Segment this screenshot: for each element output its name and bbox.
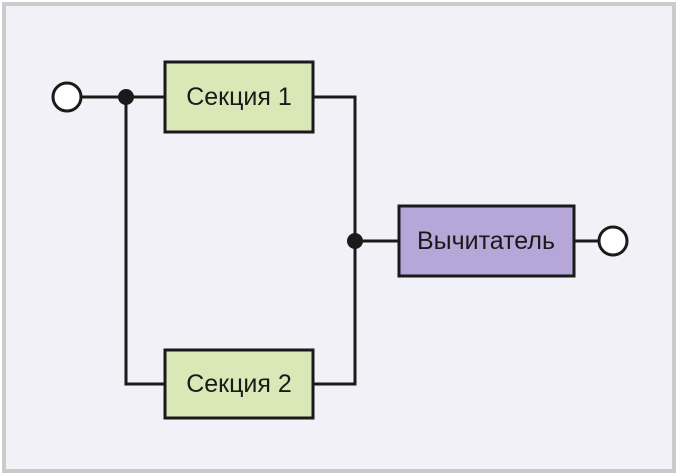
section2-label: Секция 2 (186, 370, 292, 398)
input-junction-dot (118, 89, 134, 105)
input-terminal (51, 81, 83, 113)
section2-box (163, 348, 315, 420)
section1-block: Секция 1 (163, 60, 315, 134)
wire-section2-to-junction (313, 241, 357, 386)
section1-box (163, 60, 315, 134)
branch-wire-section2 (124, 97, 165, 386)
subtractor-label: Вычитатель (417, 227, 555, 255)
section2-block: Секция 2 (163, 348, 315, 420)
subtractor-block: Вычитатель (397, 204, 576, 278)
output-junction-dot (347, 233, 363, 249)
output-terminal (597, 225, 629, 257)
subtractor-box (397, 204, 576, 278)
section1-label: Секция 1 (186, 83, 292, 111)
wire-section1-to-junction (313, 95, 357, 241)
